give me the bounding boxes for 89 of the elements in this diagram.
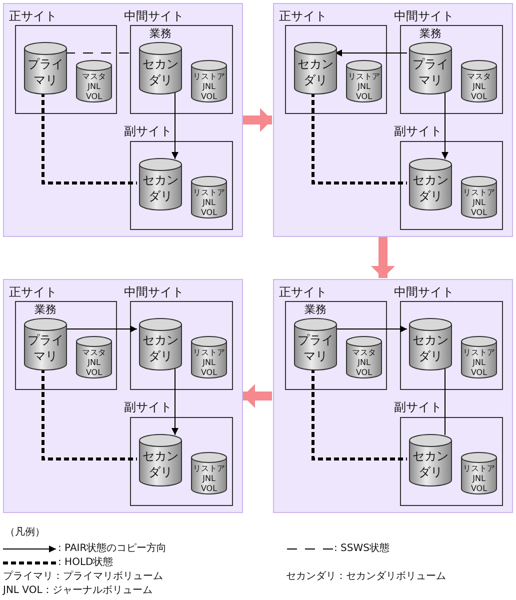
- legend-title: （凡例）: [5, 527, 45, 539]
- volume-cylinder: [24, 318, 67, 370]
- volume-label: リストア JNL VOL: [347, 72, 381, 102]
- site-label: 副サイト: [124, 124, 172, 138]
- arrow: [442, 92, 448, 160]
- panel-background: [3, 279, 243, 513]
- volume-label: プライマリ: [26, 332, 64, 364]
- legend-label: : HOLD状態: [58, 557, 114, 569]
- volume-cylinder: [346, 60, 382, 102]
- volume-cylinder: [461, 60, 497, 102]
- volume-cylinder: [139, 434, 182, 486]
- volume-label: マスタ JNL VOL: [351, 348, 377, 378]
- volume-label: リストア JNL VOL: [462, 464, 496, 494]
- site-label: 正サイト: [9, 285, 57, 299]
- panel-background: [273, 3, 513, 237]
- volume-label: マスタ JNL VOL: [81, 72, 107, 102]
- volume-cylinder: [76, 336, 112, 378]
- connector-line: [42, 368, 137, 460]
- arrow: [172, 368, 178, 436]
- flow-arrow: [243, 108, 272, 132]
- task-label: 業務: [150, 27, 172, 40]
- volume-cylinder: [461, 452, 497, 494]
- volume-cylinder: [191, 452, 227, 494]
- volume-label: セカンダリ: [142, 448, 180, 480]
- volume-label: リストア JNL VOL: [192, 348, 226, 378]
- volume-cylinder: [409, 158, 452, 210]
- volume-cylinder: [191, 336, 227, 378]
- volume-label: セカンダリ: [412, 332, 450, 364]
- volume-label: リストア JNL VOL: [192, 464, 226, 494]
- volume-label: マスタ JNL VOL: [466, 72, 492, 102]
- flow-arrow: [371, 237, 395, 278]
- task-label: 業務: [420, 27, 442, 40]
- volume-cylinder: [139, 42, 182, 94]
- volume-label: リストア JNL VOL: [192, 188, 226, 218]
- volume-cylinder: [139, 318, 182, 370]
- volume-label: リストア JNL VOL: [462, 188, 496, 218]
- volume-cylinder: [346, 336, 382, 378]
- panel-background: [273, 279, 513, 513]
- volume-cylinder: [76, 60, 112, 102]
- volume-label: リストア JNL VOL: [462, 348, 496, 378]
- term-definition: JNL VOL：ジャーナルボリューム: [3, 585, 152, 597]
- volume-label: マスタ JNL VOL: [81, 348, 107, 378]
- site-label: 副サイト: [394, 400, 442, 414]
- flow-arrow: [243, 384, 272, 408]
- arrow: [64, 326, 138, 332]
- site-label: 正サイト: [279, 285, 327, 299]
- volume-label: セカンダリ: [296, 56, 334, 88]
- volume-cylinder: [409, 42, 452, 94]
- legend-label: : SSWS状態: [334, 543, 390, 555]
- connector-line: [444, 368, 446, 436]
- volume-label: プライマリ: [26, 56, 64, 88]
- volume-cylinder: [294, 42, 337, 94]
- volume-cylinder: [191, 176, 227, 218]
- volume-cylinder: [461, 336, 497, 378]
- term-definition: セカンダリ：セカンダリボリューム: [286, 571, 446, 583]
- volume-label: セカンダリ: [142, 332, 180, 364]
- task-label: 業務: [34, 303, 56, 316]
- site-label: 副サイト: [394, 124, 442, 138]
- term-definition: プライマリ：プライマリボリューム: [3, 571, 163, 583]
- volume-cylinder: [139, 158, 182, 210]
- volume-cylinder: [409, 318, 452, 370]
- site-label: 中間サイト: [124, 285, 184, 299]
- volume-label: リストア JNL VOL: [192, 72, 226, 102]
- connector-line: [312, 368, 407, 460]
- arrow: [172, 92, 178, 160]
- volume-label: プライマリ: [412, 56, 450, 88]
- site-label: 中間サイト: [394, 9, 454, 23]
- connector-line: [42, 92, 137, 184]
- site-label: 中間サイト: [124, 9, 184, 23]
- volume-cylinder: [461, 176, 497, 218]
- legend-label: : PAIR状態のコピー方向: [58, 543, 167, 555]
- task-label: 業務: [304, 303, 326, 316]
- site-label: 中間サイト: [394, 285, 454, 299]
- site-label: 正サイト: [9, 9, 57, 23]
- volume-label: セカンダリ: [142, 56, 180, 88]
- arrow: [334, 50, 408, 56]
- panel-background: [3, 3, 243, 237]
- volume-cylinder: [294, 318, 337, 370]
- arrow: [334, 326, 408, 332]
- site-label: 正サイト: [279, 9, 327, 23]
- connector-line: [312, 92, 407, 184]
- volume-label: セカンダリ: [412, 172, 450, 204]
- volume-cylinder: [24, 42, 67, 94]
- volume-cylinder: [191, 60, 227, 102]
- volume-label: セカンダリ: [412, 448, 450, 480]
- volume-label: セカンダリ: [142, 172, 180, 204]
- site-label: 副サイト: [124, 400, 172, 414]
- volume-cylinder: [409, 434, 452, 486]
- volume-label: プライマリ: [296, 332, 334, 364]
